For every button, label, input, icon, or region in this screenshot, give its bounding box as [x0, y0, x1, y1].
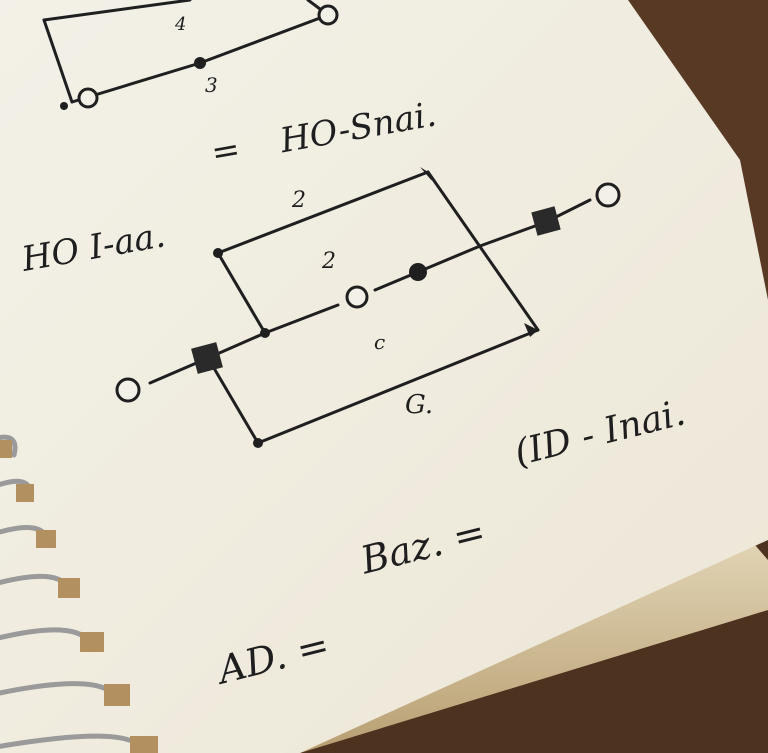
top-wire [216, 170, 430, 255]
right-diagonal-wire [426, 170, 540, 332]
through-wire [373, 198, 592, 292]
junction-dot-icon [194, 57, 206, 69]
junction-dot-icon [260, 328, 270, 338]
top-circuit-diagram: 4 3 [42, 0, 339, 110]
spiral-ring [0, 733, 158, 753]
component-square-icon [191, 342, 223, 374]
main-diagram-label-top: 2 [291, 188, 306, 213]
junction-dot-icon [409, 263, 427, 281]
spiral-ring [0, 681, 130, 706]
spiral-binding [0, 434, 158, 753]
spiral-ring [0, 478, 34, 502]
equation-1-equals: = [208, 129, 243, 173]
spiral-ring [0, 627, 104, 653]
main-diagram-label-bottom: G. [405, 390, 433, 420]
main-diagram-label-inner-mid: c [374, 330, 385, 354]
top-diagram-label-bottom: 3 [205, 73, 218, 97]
arrow-head-icon [420, 167, 432, 181]
top-diagram-label-top: 4 [174, 14, 186, 35]
spiral-ring [0, 434, 18, 458]
main-circuit-diagram: 2 2 c G. [115, 167, 621, 448]
main-diagram-label-inner-top: 2 [321, 249, 336, 274]
top-wire [42, 0, 192, 22]
spiral-ring [0, 573, 80, 598]
open-terminal-icon [77, 87, 99, 109]
junction-dot-icon [60, 102, 68, 110]
component-square-icon [531, 206, 561, 236]
junction-dot-icon [213, 248, 223, 258]
junction-dot-icon [253, 438, 263, 448]
left-wire [42, 18, 74, 104]
open-terminal-icon [345, 285, 369, 309]
inner-wire [263, 303, 340, 335]
left-wire [216, 251, 267, 335]
arrow-head-icon [524, 323, 538, 337]
output-terminal-icon [595, 182, 621, 208]
spiral-ring [0, 524, 56, 549]
input-terminal-icon [115, 377, 141, 403]
open-terminal-icon [317, 4, 339, 26]
